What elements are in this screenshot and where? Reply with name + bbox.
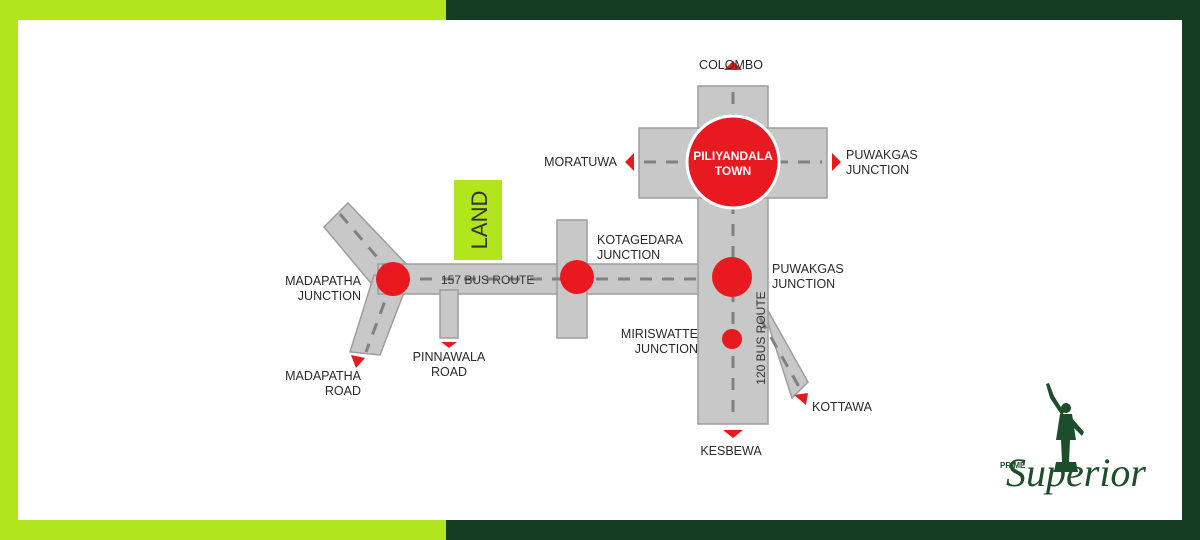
- town-label-line2: TOWN: [715, 164, 751, 178]
- label-pinnawala-2: ROAD: [431, 365, 467, 379]
- label-puwakgas-mid: PUWAKGAS: [772, 262, 844, 276]
- statue-icon: [1046, 383, 1084, 472]
- direction-arrow-icon: [794, 393, 808, 405]
- route-157-label: 157 BUS ROUTE: [441, 273, 534, 287]
- direction-arrow-icon: [724, 61, 742, 70]
- label-kesbewa: KESBEWA: [700, 444, 762, 458]
- label-colombo: COLOMBO: [699, 58, 763, 72]
- label-madapatha-road: MADAPATHA: [285, 369, 362, 383]
- junction-madapatha: [376, 262, 410, 296]
- label-madapatha-junction-2: JUNCTION: [298, 289, 361, 303]
- direction-arrow-icon: [441, 342, 457, 348]
- label-kottawa: KOTTAWA: [812, 400, 873, 414]
- label-kotagedara: KOTAGEDARA: [597, 233, 684, 247]
- town-label-line1: PILIYANDALA: [693, 149, 773, 163]
- route-120-label: 120 BUS ROUTE: [754, 291, 768, 384]
- junction-miriswatte: [722, 329, 742, 349]
- junction-puwakgas: [712, 257, 752, 297]
- land-label: LAND: [467, 191, 492, 250]
- label-puwakgas-mid-2: JUNCTION: [772, 277, 835, 291]
- label-puwakgas-top: PUWAKGAS: [846, 148, 918, 162]
- label-madapatha-road-2: ROAD: [325, 384, 361, 398]
- road-pinnawala: [439, 289, 459, 339]
- direction-arrow-icon: [351, 355, 365, 368]
- direction-arrows: [351, 61, 841, 438]
- road-kottawa: [761, 299, 809, 400]
- logo-prime: PRIME: [1000, 461, 1026, 470]
- label-puwakgas-top-2: JUNCTION: [846, 163, 909, 177]
- label-madapatha-junction: MADAPATHA: [285, 274, 362, 288]
- brand-logo: PRIME Superior: [1000, 383, 1146, 495]
- piliyandala-town-circle: [685, 114, 781, 210]
- label-moratuwa: MORATUWA: [544, 155, 618, 169]
- logo-superior: Superior: [1006, 450, 1146, 495]
- junction-kotagedara: [560, 260, 594, 294]
- direction-arrow-icon: [723, 430, 743, 438]
- direction-arrow-icon: [832, 153, 841, 171]
- label-kotagedara-2: JUNCTION: [597, 248, 660, 262]
- label-miriswatte-2: JUNCTION: [635, 342, 698, 356]
- land-marker: [454, 180, 502, 260]
- junctions: [376, 257, 752, 349]
- direction-arrow-icon: [625, 153, 634, 171]
- label-miriswatte: MIRISWATTE: [621, 327, 698, 341]
- label-pinnawala: PINNAWALA: [413, 350, 486, 364]
